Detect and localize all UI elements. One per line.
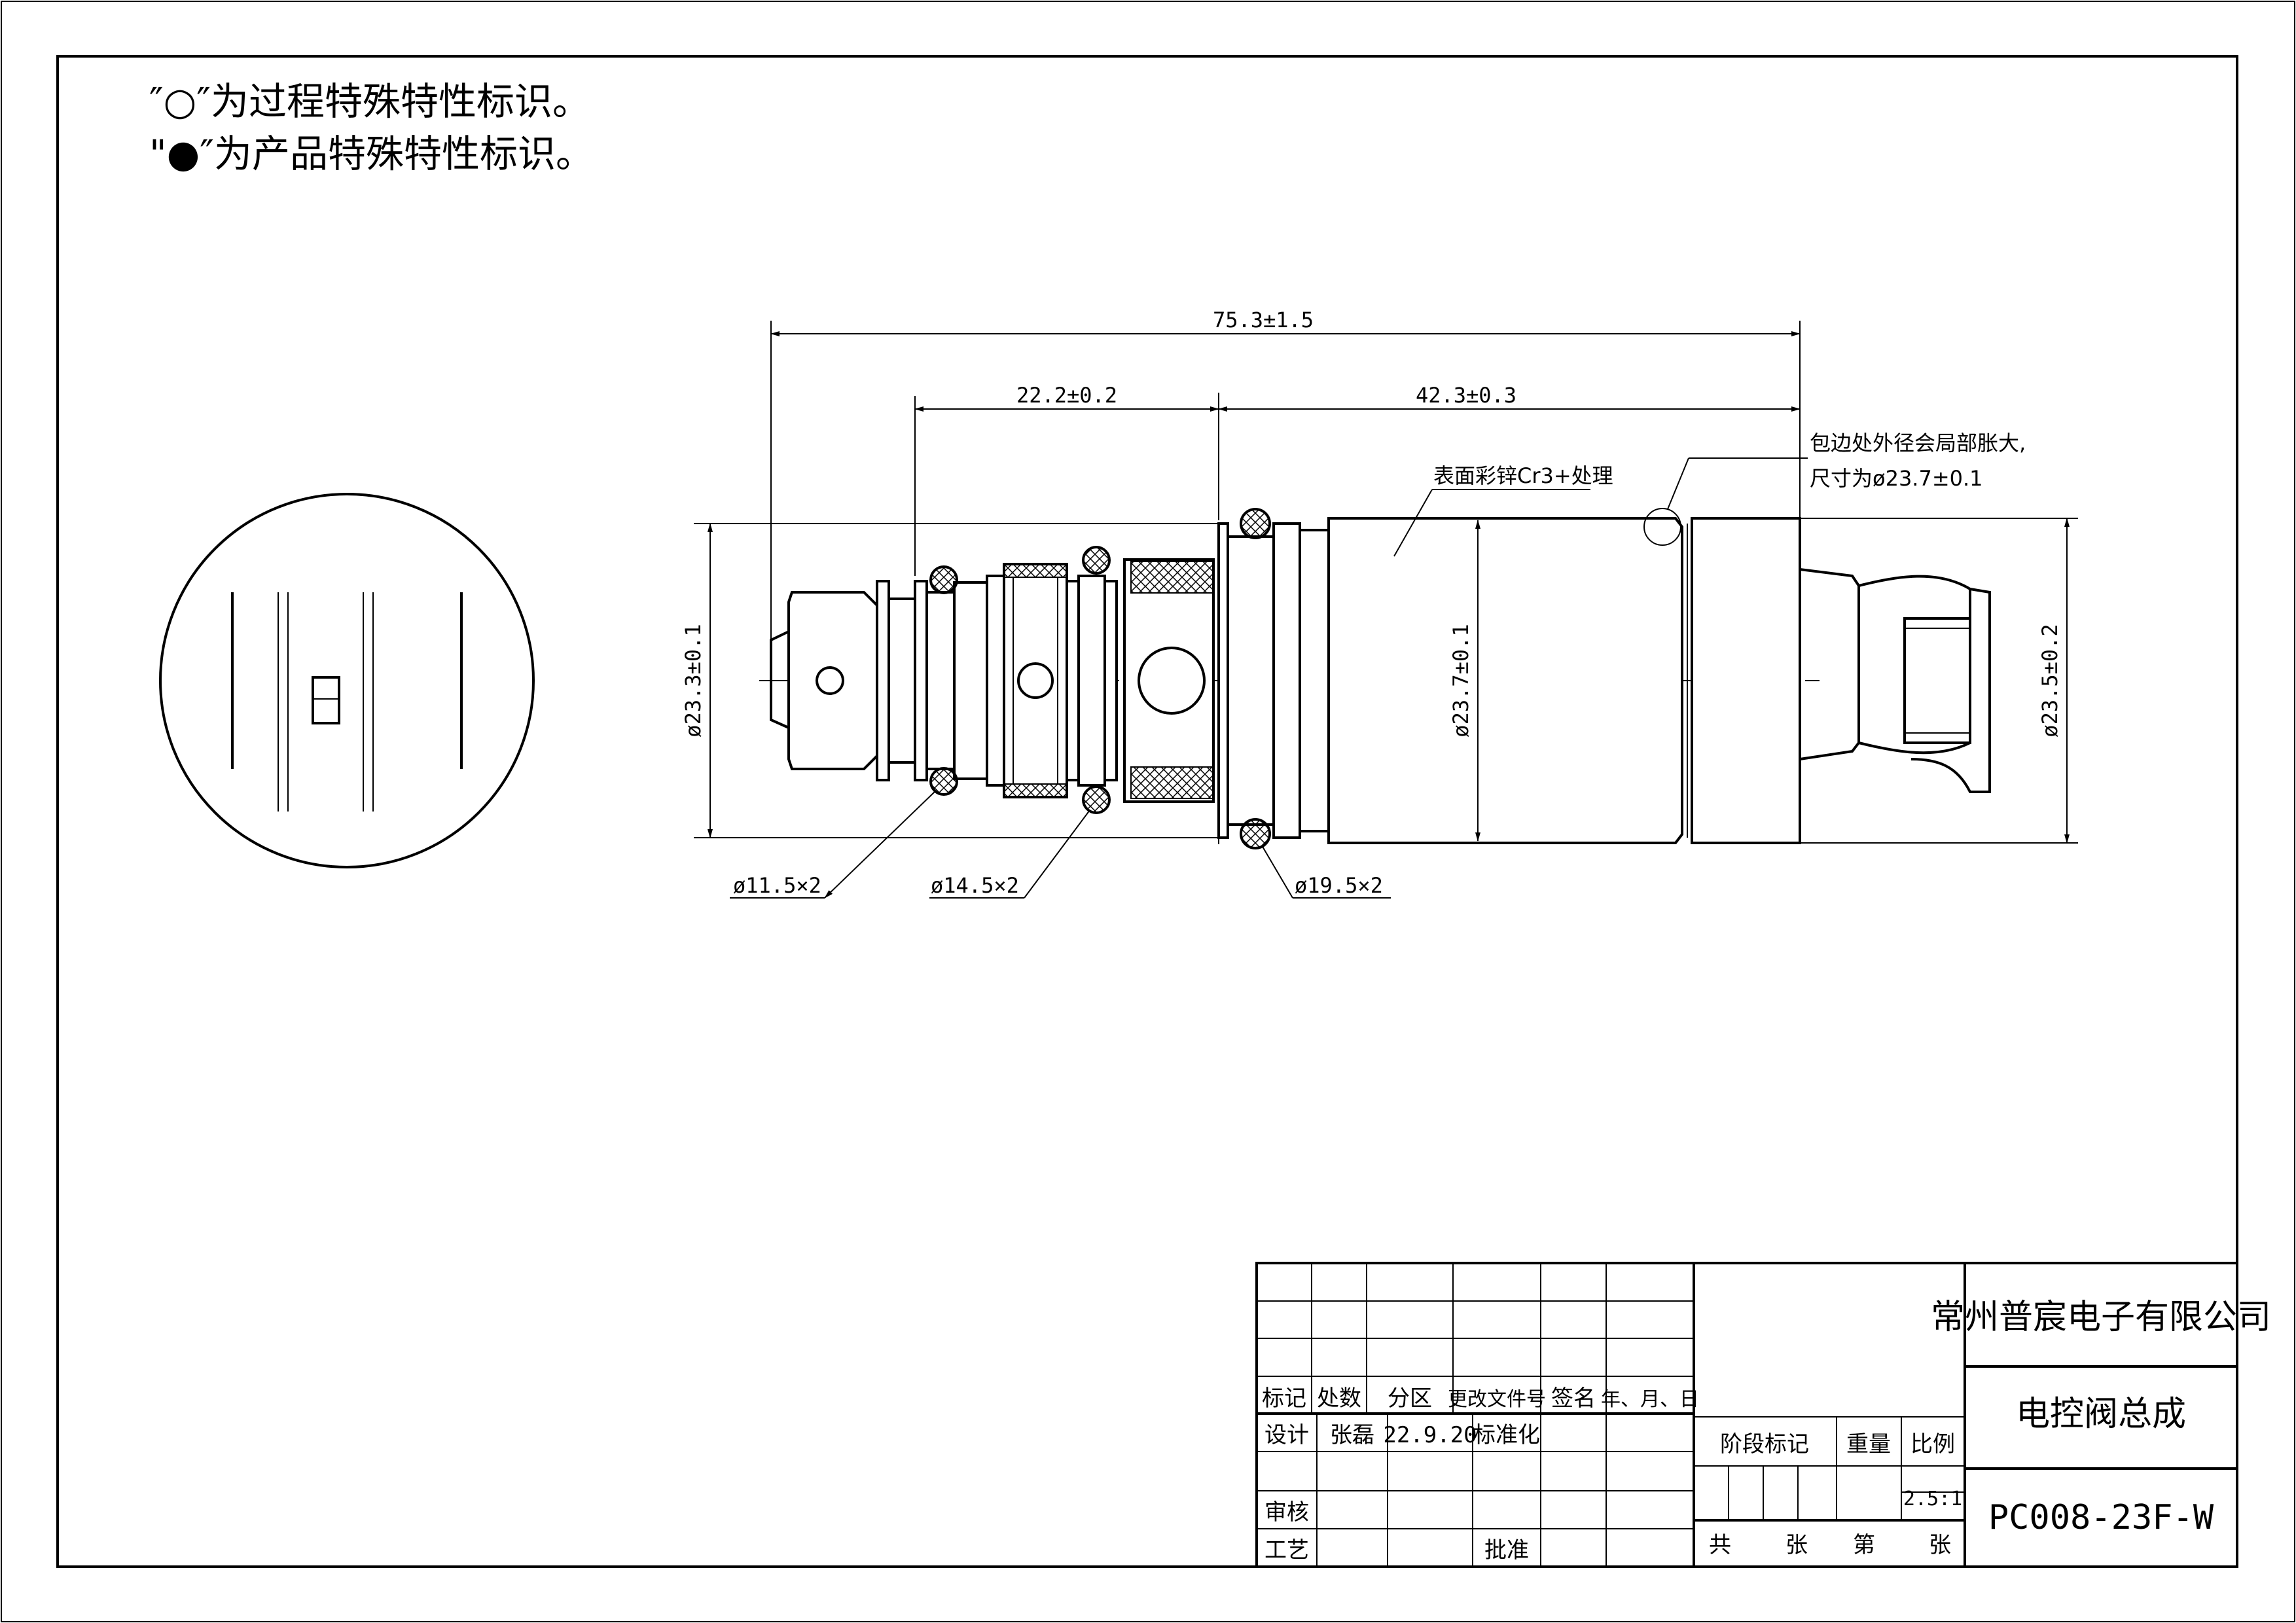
tb-header-date: 年、月、日 xyxy=(1601,1388,1699,1411)
tb-weight: 重量 xyxy=(1846,1431,1891,1457)
tb-scale-label: 比例 xyxy=(1910,1431,1955,1457)
tb-header-zone: 分区 xyxy=(1388,1385,1432,1412)
oring-3-bottom xyxy=(1240,818,1271,849)
edge-note-line2: 尺寸为ø23.7±0.1 xyxy=(1810,466,1983,491)
special-characteristic-circle xyxy=(1643,508,1681,546)
tb-sheet-no-label: 第 xyxy=(1853,1532,1875,1558)
surface-treatment-note: 表面彩锌Cr3+处理 xyxy=(1433,463,1613,488)
tb-stage-mark: 阶段标记 xyxy=(1720,1431,1809,1457)
dim-dia-left: ø23.3±0.1 xyxy=(681,624,706,737)
tb-part-name: 电控阀总成 xyxy=(2016,1395,2186,1434)
oring-2-top xyxy=(1082,546,1111,575)
dim-dia-middle: ø23.7±0.1 xyxy=(1448,624,1473,737)
tb-standardization: 标准化 xyxy=(1473,1422,1540,1448)
oring-1-size: ø11.5×2 xyxy=(733,873,821,898)
inner-frame xyxy=(56,55,2238,1568)
dim-left-length: 22.2±0.2 xyxy=(1016,383,1117,408)
tb-header-change-doc: 更改文件号 xyxy=(1448,1388,1546,1411)
dimensions: 75.3±1.5 22.2±0.2 42.3±0.3 ø23.3±0.1 ø23… xyxy=(681,308,2078,899)
oring-3-top xyxy=(1240,508,1271,539)
tb-design-date: 22.9.20 xyxy=(1383,1422,1477,1448)
tb-process: 工艺 xyxy=(1265,1537,1309,1563)
tb-sheets-label: 张 xyxy=(1785,1532,1808,1558)
edge-note-line1: 包边处外径会局部胀大, xyxy=(1810,431,2026,455)
dim-right-length: 42.3±0.3 xyxy=(1416,383,1516,408)
oring-3-size: ø19.5×2 xyxy=(1295,873,1383,898)
tb-approve: 批准 xyxy=(1484,1537,1529,1563)
tb-review: 审核 xyxy=(1265,1499,1309,1525)
oring-2-bottom xyxy=(1082,785,1111,814)
oring-2-size: ø14.5×2 xyxy=(931,873,1019,898)
tb-sheet-label: 张 xyxy=(1929,1532,1951,1558)
annotations: 表面彩锌Cr3+处理 包边处外径会局部胀大, 尺寸为ø23.7±0.1 xyxy=(1393,431,2026,557)
tb-scale-value: 2.5:1 xyxy=(1903,1488,1962,1510)
tb-header-count: 处数 xyxy=(1317,1385,1361,1412)
oring-1-bottom xyxy=(929,767,958,796)
tb-drawing-no: PC008-23F-W xyxy=(1988,1498,2214,1537)
side-view xyxy=(759,508,1991,849)
oring-1-top xyxy=(929,565,958,594)
tb-total-label: 共 xyxy=(1709,1532,1731,1558)
dim-dia-right: ø23.5±0.2 xyxy=(2037,624,2062,737)
title-block: 标记 处数 分区 更改文件号 签名 年、月、日 设计 张磊 22.9.20 标准… xyxy=(1255,1262,2271,1568)
tb-company: 常州普宸电子有限公司 xyxy=(1931,1298,2271,1337)
tb-header-mark: 标记 xyxy=(1262,1385,1306,1412)
note-product-characteristic: "●″为产品特殊特性标识。 xyxy=(149,132,594,176)
tb-design-label: 设计 xyxy=(1265,1422,1309,1448)
dim-overall-length: 75.3±1.5 xyxy=(1213,308,1314,332)
tb-designer: 张磊 xyxy=(1330,1422,1374,1448)
tb-header-signature: 签名 xyxy=(1551,1385,1596,1412)
end-view xyxy=(159,493,535,868)
note-process-characteristic: ″○″为过程特殊特性标识。 xyxy=(149,79,590,124)
